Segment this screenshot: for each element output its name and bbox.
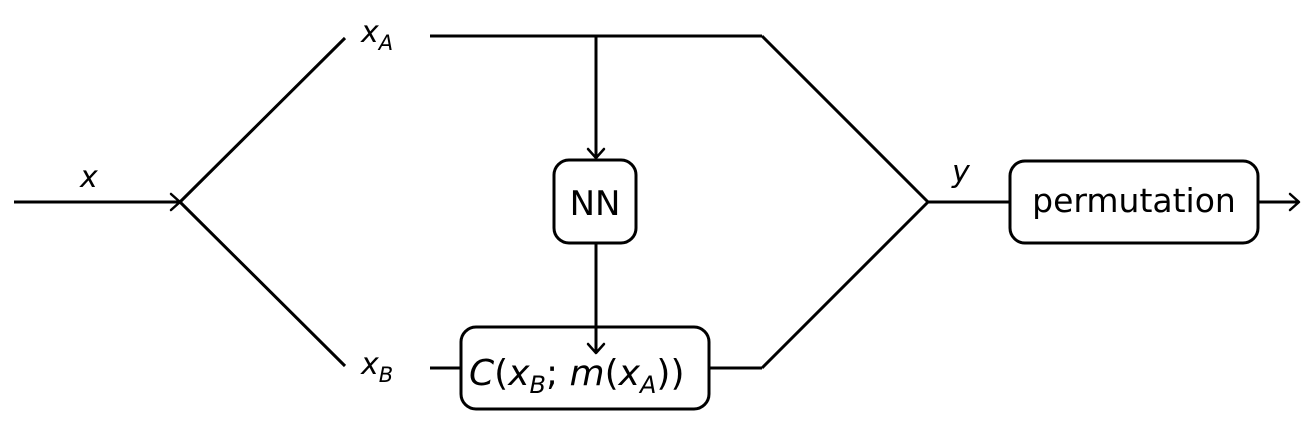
xa-label: xA (360, 15, 393, 55)
coupling-input-arrowhead (586, 342, 606, 355)
xb-subscript: B (379, 363, 393, 387)
branch-to-xa (178, 36, 347, 204)
xa-to-merge-edge (760, 34, 930, 204)
nn-input-arrowhead (586, 147, 606, 160)
branch-to-xb (178, 200, 347, 368)
input-label: x (79, 160, 98, 195)
xb-label: xB (360, 347, 393, 387)
output-arrowhead (1288, 192, 1301, 212)
xb-to-merge-edge (760, 200, 930, 370)
permutation-label: permutation (1032, 181, 1236, 220)
xa-subscript: A (377, 31, 393, 55)
coupling-formula: C(xB; m(xA)) (469, 353, 685, 399)
nn-label: NN (570, 184, 621, 224)
output-label: y (951, 155, 971, 190)
